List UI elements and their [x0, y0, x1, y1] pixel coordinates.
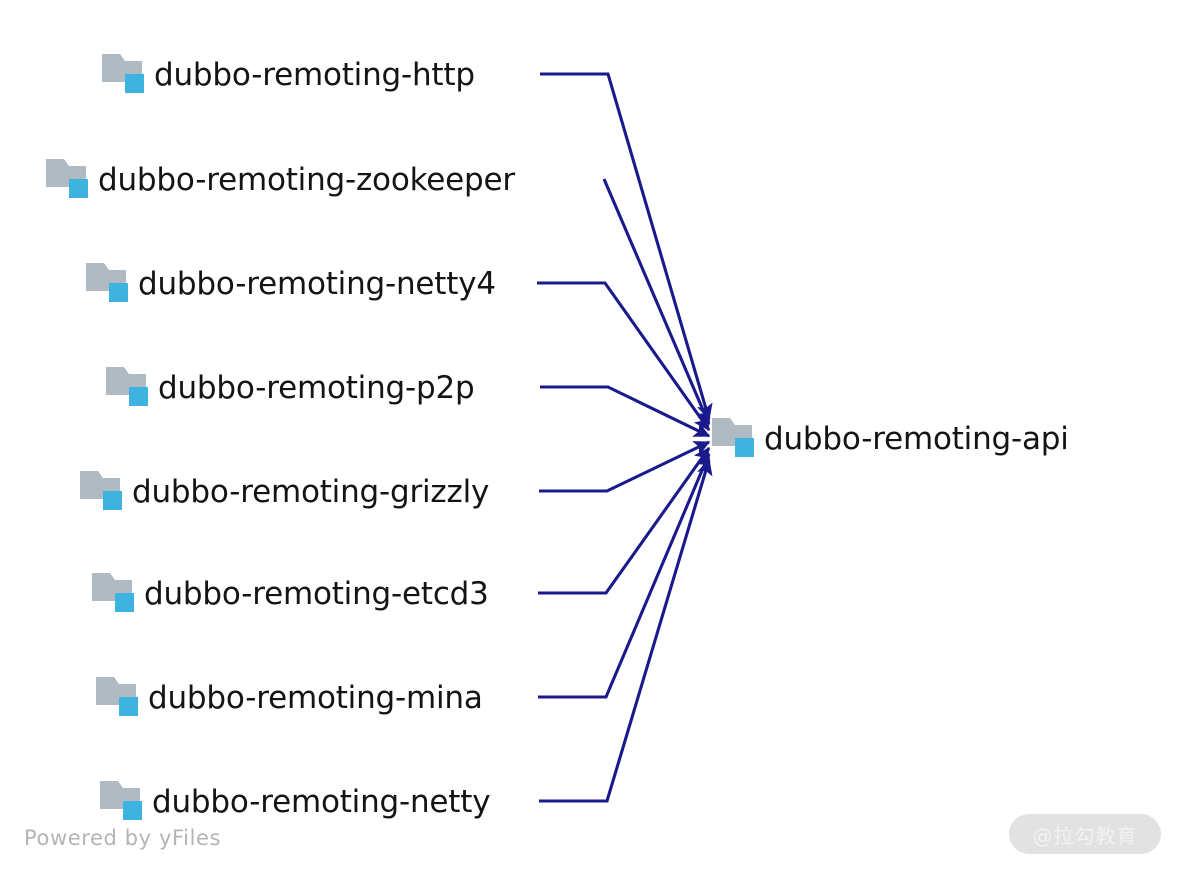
node-label: dubbo-remoting-mina [148, 679, 483, 716]
edge-dubbo-remoting-zookeeper-to-dubbo-remoting-api [602, 178, 711, 426]
folder-icon [92, 571, 136, 617]
edge-dubbo-remoting-netty4-to-dubbo-remoting-api [537, 281, 711, 432]
folder-icon [106, 365, 150, 411]
node-dubbo-remoting-etcd3[interactable]: dubbo-remoting-etcd3 [92, 571, 489, 617]
watermark-text: @拉勾教育 [1032, 823, 1138, 848]
edge-dubbo-remoting-netty-to-dubbo-remoting-api [539, 458, 713, 803]
node-dubbo-remoting-mina[interactable]: dubbo-remoting-mina [96, 675, 483, 721]
folder-icon [46, 157, 90, 203]
node-label: dubbo-remoting-api [764, 420, 1069, 457]
yfiles-credit: Powered by yFiles [24, 826, 222, 850]
folder-icon [86, 261, 130, 307]
node-label: dubbo-remoting-etcd3 [144, 575, 489, 612]
node-label: dubbo-remoting-http [154, 56, 475, 93]
watermark-badge: @拉勾教育 [1009, 814, 1161, 854]
edge-dubbo-remoting-grizzly-to-dubbo-remoting-api [539, 440, 711, 493]
edge-dubbo-remoting-mina-to-dubbo-remoting-api [538, 452, 711, 699]
folder-icon [80, 469, 124, 515]
edge-dubbo-remoting-http-to-dubbo-remoting-api [540, 72, 713, 421]
folder-icon [102, 52, 146, 98]
node-label: dubbo-remoting-p2p [158, 369, 475, 406]
edge-paths [537, 72, 713, 803]
node-label: dubbo-remoting-zookeeper [98, 161, 515, 198]
edge-dubbo-remoting-p2p-to-dubbo-remoting-api [540, 385, 711, 438]
node-dubbo-remoting-zookeeper[interactable]: dubbo-remoting-zookeeper [46, 157, 515, 203]
node-dubbo-remoting-grizzly[interactable]: dubbo-remoting-grizzly [80, 469, 489, 515]
folder-icon [712, 416, 756, 462]
node-label: dubbo-remoting-netty [152, 783, 491, 820]
node-label: dubbo-remoting-grizzly [132, 473, 490, 510]
edge-dubbo-remoting-etcd3-to-dubbo-remoting-api [538, 446, 711, 595]
folder-icon [96, 675, 140, 721]
node-dubbo-remoting-p2p[interactable]: dubbo-remoting-p2p [106, 365, 475, 411]
node-dubbo-remoting-api[interactable]: dubbo-remoting-api [712, 416, 1069, 462]
node-dubbo-remoting-netty[interactable]: dubbo-remoting-netty [100, 779, 491, 825]
node-dubbo-remoting-netty4[interactable]: dubbo-remoting-netty4 [86, 261, 496, 307]
folder-icon [100, 779, 144, 825]
node-dubbo-remoting-http[interactable]: dubbo-remoting-http [102, 52, 475, 98]
node-label: dubbo-remoting-netty4 [138, 265, 496, 302]
